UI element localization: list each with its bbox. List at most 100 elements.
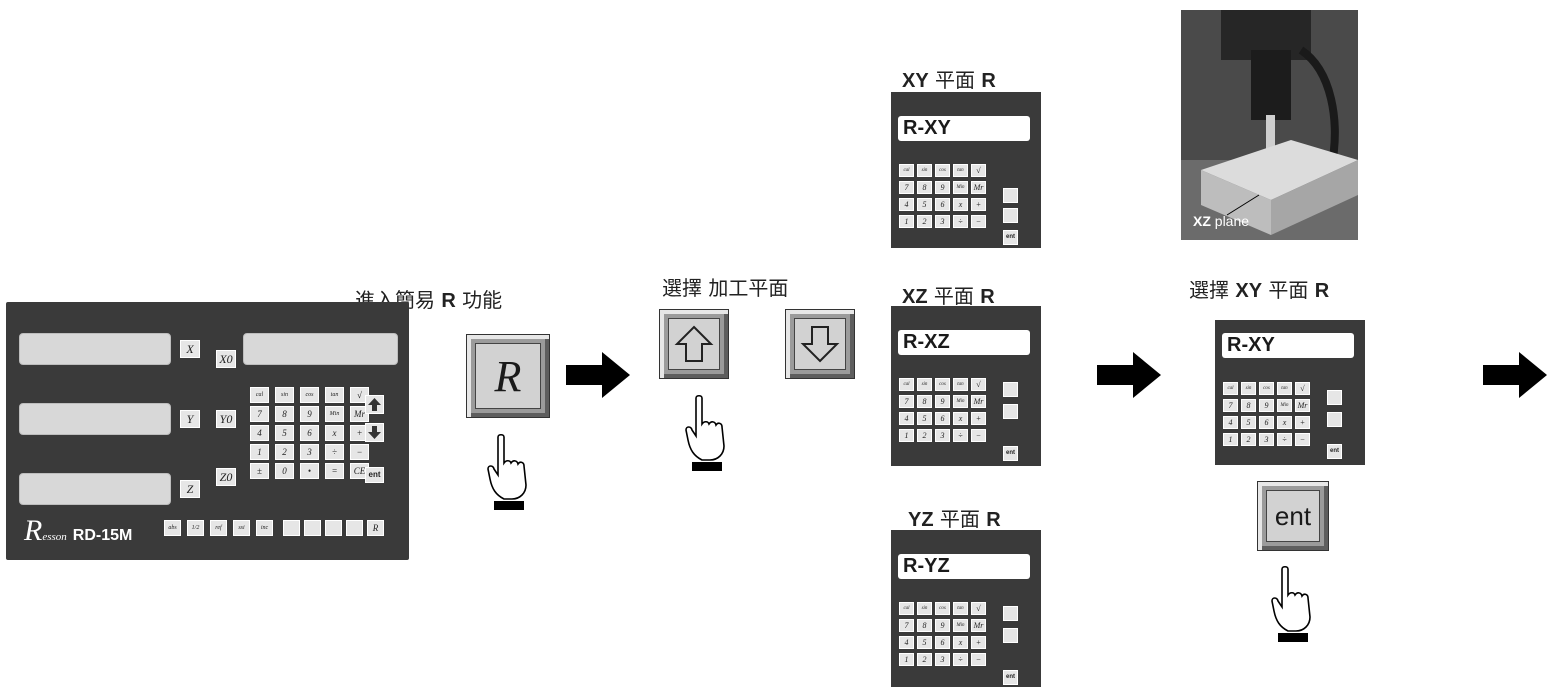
mini-keypad-key[interactable]: ÷ <box>953 215 968 228</box>
keypad-key[interactable]: 2 <box>275 444 294 460</box>
mini-keypad-key[interactable]: − <box>971 215 986 228</box>
mini-keypad-key[interactable]: 6 <box>935 198 950 211</box>
mini-keypad-key[interactable]: 2 <box>917 653 932 666</box>
mini-keypad-key[interactable]: 6 <box>1259 416 1274 429</box>
mini-keypad-key[interactable]: 5 <box>917 636 932 649</box>
keypad-key[interactable]: tan <box>325 387 344 403</box>
mini-keypad-key[interactable]: 3 <box>935 653 950 666</box>
down-arrow-key[interactable] <box>1003 628 1018 643</box>
y-zero-key[interactable]: Y0 <box>216 410 236 428</box>
keypad-key[interactable]: − <box>350 444 369 460</box>
mini-keypad-key[interactable]: − <box>971 653 986 666</box>
mini-keypad-key[interactable]: tan <box>953 378 968 391</box>
mini-keypad-key[interactable]: 4 <box>899 198 914 211</box>
mini-keypad-key[interactable]: sin <box>1241 382 1256 395</box>
mini-keypad-key[interactable]: Min <box>1277 399 1292 412</box>
mini-keypad-key[interactable]: Mr <box>971 181 986 194</box>
mini-keypad-key[interactable]: cos <box>935 164 950 177</box>
keypad-key[interactable]: 5 <box>275 425 294 441</box>
keypad-key[interactable]: 3 <box>300 444 319 460</box>
mini-keypad-key[interactable]: 2 <box>917 215 932 228</box>
mini-keypad-key[interactable]: √ <box>971 378 986 391</box>
mini-keypad-key[interactable]: Min <box>953 395 968 408</box>
mini-keypad-key[interactable]: + <box>1295 416 1310 429</box>
mini-keypad-key[interactable]: 5 <box>917 412 932 425</box>
keypad-key[interactable]: Min <box>325 406 344 422</box>
mini-keypad-key[interactable]: tan <box>1277 382 1292 395</box>
down-arrow-key[interactable] <box>1327 412 1342 427</box>
mini-keypad-key[interactable]: + <box>971 198 986 211</box>
mini-keypad-key[interactable]: cos <box>1259 382 1274 395</box>
keypad-key[interactable]: • <box>300 463 319 479</box>
keypad-key[interactable]: = <box>325 463 344 479</box>
down-key[interactable] <box>785 309 855 379</box>
mini-keypad-key[interactable]: 3 <box>1259 433 1274 446</box>
mode-key-2[interactable] <box>304 520 321 536</box>
mini-keypad-key[interactable]: x <box>953 198 968 211</box>
mini-keypad-key[interactable]: ÷ <box>1277 433 1292 446</box>
z-axis-key[interactable]: Z <box>180 480 200 498</box>
mini-keypad-key[interactable]: sin <box>917 164 932 177</box>
mini-keypad-key[interactable]: 4 <box>899 412 914 425</box>
mini-keypad-key[interactable]: √ <box>971 164 986 177</box>
mini-keypad-key[interactable]: + <box>971 636 986 649</box>
keypad-key[interactable]: 0 <box>275 463 294 479</box>
dro-ent-key[interactable]: ent <box>365 467 384 483</box>
mini-keypad-key[interactable]: 4 <box>1223 416 1238 429</box>
up-arrow-key[interactable] <box>1003 606 1018 621</box>
mini-keypad-key[interactable]: √ <box>1295 382 1310 395</box>
mini-keypad-key[interactable]: Mr <box>1295 399 1310 412</box>
mini-keypad-key[interactable]: 9 <box>935 181 950 194</box>
mini-keypad-key[interactable]: − <box>971 429 986 442</box>
ent-key[interactable]: ent <box>1327 444 1342 459</box>
mini-keypad-key[interactable]: 4 <box>899 636 914 649</box>
mini-keypad-key[interactable]: 1 <box>899 429 914 442</box>
up-arrow-key[interactable] <box>1003 188 1018 203</box>
keypad-key[interactable]: 7 <box>250 406 269 422</box>
mini-keypad-key[interactable]: 3 <box>935 215 950 228</box>
mini-keypad-key[interactable]: cos <box>935 602 950 615</box>
mini-keypad-key[interactable]: 8 <box>1241 399 1256 412</box>
mini-keypad-key[interactable]: sin <box>917 378 932 391</box>
mini-keypad-key[interactable]: 2 <box>1241 433 1256 446</box>
mode-key-1[interactable] <box>283 520 300 536</box>
mini-keypad-key[interactable]: 8 <box>917 619 932 632</box>
keypad-key[interactable]: 9 <box>300 406 319 422</box>
mini-keypad-key[interactable]: 2 <box>917 429 932 442</box>
mini-keypad-key[interactable]: cal <box>899 602 914 615</box>
mini-keypad-key[interactable]: x <box>953 636 968 649</box>
ent-big-key[interactable]: ent <box>1257 481 1329 551</box>
x-axis-key[interactable]: X <box>180 340 200 358</box>
mini-keypad-key[interactable]: tan <box>953 164 968 177</box>
function-key[interactable]: inc <box>256 520 273 536</box>
keypad-key[interactable]: cal <box>250 387 269 403</box>
r-function-key[interactable]: R <box>466 334 550 418</box>
function-key[interactable]: 1/2 <box>187 520 204 536</box>
mini-keypad-key[interactable]: 8 <box>917 181 932 194</box>
mini-keypad-key[interactable]: 9 <box>935 619 950 632</box>
ent-key[interactable]: ent <box>1003 670 1018 685</box>
mini-keypad-key[interactable]: cal <box>899 378 914 391</box>
mini-keypad-key[interactable]: 9 <box>935 395 950 408</box>
mini-keypad-key[interactable]: ÷ <box>953 429 968 442</box>
keypad-key[interactable]: ÷ <box>325 444 344 460</box>
mini-keypad-key[interactable]: x <box>953 412 968 425</box>
mini-keypad-key[interactable]: Min <box>953 619 968 632</box>
mini-keypad-key[interactable]: 5 <box>1241 416 1256 429</box>
keypad-key[interactable]: 8 <box>275 406 294 422</box>
ent-key[interactable]: ent <box>1003 230 1018 245</box>
mini-keypad-key[interactable]: tan <box>953 602 968 615</box>
up-key[interactable] <box>659 309 729 379</box>
mini-keypad-key[interactable]: Mr <box>971 395 986 408</box>
mini-keypad-key[interactable]: 8 <box>917 395 932 408</box>
mini-keypad-key[interactable]: 5 <box>917 198 932 211</box>
x-zero-key[interactable]: X0 <box>216 350 236 368</box>
up-arrow-key[interactable] <box>1327 390 1342 405</box>
mini-keypad-key[interactable]: 6 <box>935 412 950 425</box>
mini-keypad-key[interactable]: cos <box>935 378 950 391</box>
mini-keypad-key[interactable]: 6 <box>935 636 950 649</box>
mini-keypad-key[interactable]: 7 <box>899 395 914 408</box>
mini-keypad-key[interactable]: cal <box>899 164 914 177</box>
up-arrow-key[interactable] <box>1003 382 1018 397</box>
mini-keypad-key[interactable]: + <box>971 412 986 425</box>
